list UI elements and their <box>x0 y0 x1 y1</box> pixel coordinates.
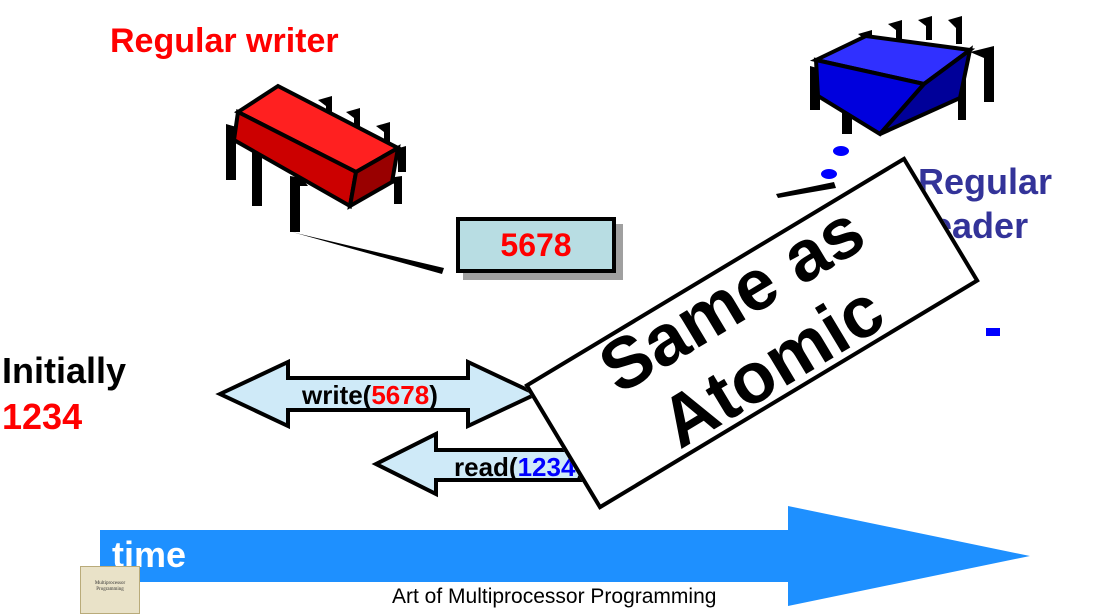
read-op-value: 1234 <box>517 452 576 482</box>
writer-pointer-line <box>292 232 444 274</box>
time-arrow <box>100 506 1030 606</box>
footer-text: Art of Multiprocessor Programming <box>392 585 717 608</box>
read-op-name: read( <box>454 452 518 482</box>
reader-title-line1: Regular <box>918 161 1053 202</box>
write-op-name: write( <box>302 380 372 410</box>
register-value-box: 5678 <box>456 217 616 273</box>
read-operation-label: read(1234) <box>454 452 584 483</box>
reader-pointer-line <box>776 182 836 198</box>
writer-title: Regular writer <box>110 22 339 60</box>
reader-dot <box>821 169 837 179</box>
register-value: 5678 <box>500 226 572 263</box>
red-bug-icon <box>226 83 406 232</box>
reader-dot <box>833 146 849 156</box>
write-op-close: ) <box>429 380 438 410</box>
write-op-value: 5678 <box>371 380 430 410</box>
reader-ellipsis <box>986 328 1000 336</box>
blue-bug-icon <box>809 16 994 137</box>
write-operation-label: write(5678) <box>302 380 438 411</box>
book-cover-thumbnail: Multiprocessor Programming <box>80 566 140 614</box>
initially-label: Initially <box>2 350 127 391</box>
initial-value: 1234 <box>2 396 83 437</box>
book-cover-title: Multiprocessor Programming <box>94 581 126 592</box>
